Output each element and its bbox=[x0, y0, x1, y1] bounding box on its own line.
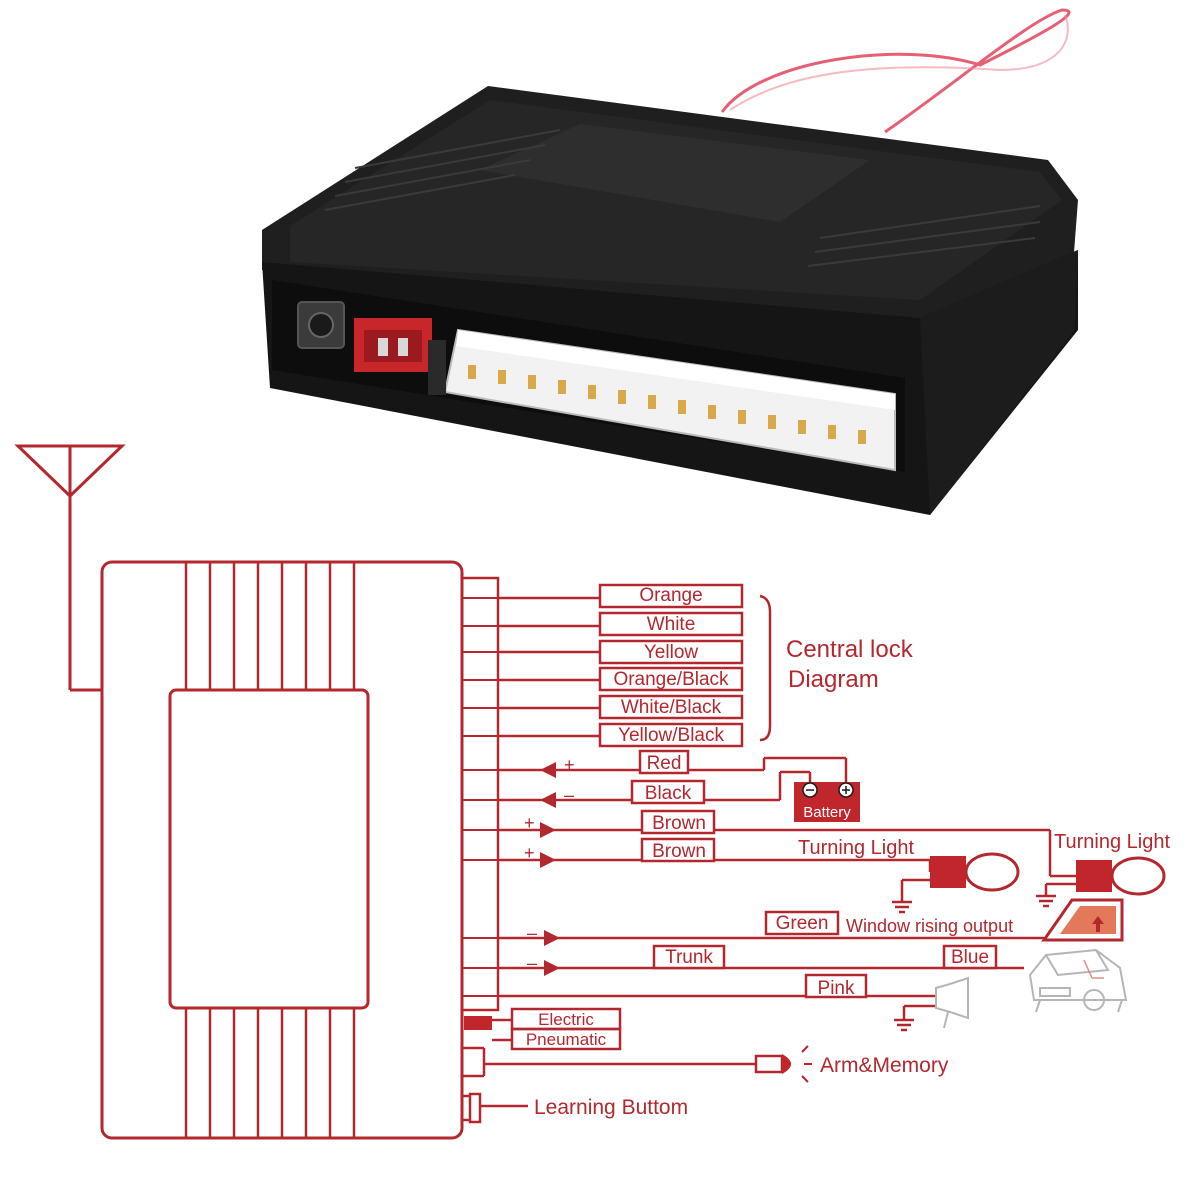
sign-black: – bbox=[564, 785, 574, 805]
turning-light-label-1: Turning Light bbox=[798, 837, 914, 859]
sign-brown-2: + bbox=[524, 843, 535, 863]
terminal-strip bbox=[460, 576, 500, 1012]
wire-label-pneumatic: Pneumatic bbox=[526, 1030, 607, 1049]
siren-icon bbox=[935, 976, 969, 1029]
learning-button-label: Learning Buttom bbox=[534, 1096, 688, 1119]
wire-box-yellow bbox=[598, 639, 744, 665]
turning-light-icon-1 bbox=[892, 852, 1020, 914]
sign-trunk: – bbox=[527, 953, 537, 973]
wire-box-blue bbox=[942, 944, 998, 970]
wire-label-green: Green bbox=[776, 913, 829, 934]
arm-memory-led-icon bbox=[754, 1045, 812, 1083]
sign-brown-1: + bbox=[524, 813, 535, 833]
wire-label-orange: Orange bbox=[639, 585, 702, 606]
trunk-arrow bbox=[544, 960, 560, 976]
car-trunk-icon bbox=[1028, 948, 1128, 1013]
wire-label-white-black: White/Black bbox=[621, 697, 722, 718]
turning-light-label-2: Turning Light bbox=[1054, 831, 1170, 853]
wire-label-white: White bbox=[647, 614, 696, 635]
wire-label-blue: Blue bbox=[951, 947, 989, 968]
red-arrow bbox=[540, 762, 556, 778]
turning-light-icon-2 bbox=[1036, 856, 1166, 908]
wire-box-red bbox=[638, 749, 690, 775]
green-arrow bbox=[544, 930, 560, 946]
wire-label-brown-2: Brown bbox=[652, 841, 706, 862]
wire-label-red: Red bbox=[647, 753, 682, 774]
wire-label-brown-1: Brown bbox=[652, 813, 706, 834]
wire-label-electric: Electric bbox=[538, 1010, 594, 1029]
wire-box-white bbox=[598, 611, 744, 637]
sign-red: + bbox=[564, 755, 575, 775]
wire-box-white-black bbox=[598, 694, 744, 720]
wire-label-pink: Pink bbox=[818, 978, 855, 999]
wire-box-trunk bbox=[652, 944, 726, 970]
wire-box-green bbox=[764, 910, 840, 936]
learning-button-icon bbox=[468, 1092, 482, 1124]
antenna-wire bbox=[720, 8, 1071, 134]
lock-type-jumper bbox=[464, 1016, 492, 1030]
receiver-box-photo bbox=[262, 8, 1078, 515]
diagram-title-line1: Central lock bbox=[786, 636, 914, 663]
black-arrow bbox=[540, 792, 556, 808]
wire-box-brown-2 bbox=[640, 837, 716, 863]
wire-label-yellow: Yellow bbox=[644, 642, 699, 663]
brown-2-arrow bbox=[540, 852, 556, 868]
wire-box-pink bbox=[804, 973, 868, 999]
wire-box-pneumatic bbox=[510, 1027, 622, 1051]
wire-label-black: Black bbox=[645, 783, 692, 804]
battery-icon bbox=[794, 782, 860, 822]
wire-label-orange-black: Orange/Black bbox=[613, 669, 729, 690]
antenna-icon bbox=[14, 444, 126, 692]
wire-label-trunk: Trunk bbox=[665, 947, 713, 968]
wire-box-orange bbox=[598, 583, 744, 609]
white-pin-header bbox=[443, 328, 896, 472]
battery-label: Battery bbox=[803, 804, 851, 821]
window-output-label: Window rising output bbox=[846, 916, 1013, 936]
arm-memory-label: Arm&Memory bbox=[820, 1054, 949, 1077]
wire-box-orange-black bbox=[598, 666, 744, 692]
lock-wires-bracket bbox=[759, 594, 772, 742]
wire-label-yellow-black: Yellow/Black bbox=[618, 725, 724, 746]
diagram-title-line2: Diagram bbox=[788, 666, 879, 693]
window-icon bbox=[1041, 898, 1124, 942]
wire-box-yellow-black bbox=[598, 722, 744, 748]
sign-green: – bbox=[527, 923, 537, 943]
brown-1-arrow bbox=[540, 822, 556, 838]
wire-box-black bbox=[630, 779, 706, 805]
control-unit-module bbox=[168, 688, 370, 1010]
wire-box-brown-1 bbox=[640, 809, 716, 835]
